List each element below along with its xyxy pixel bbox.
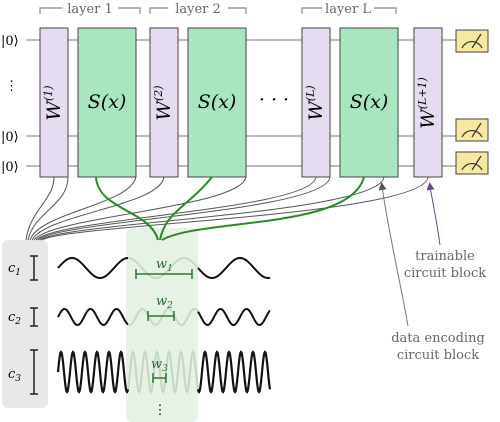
layer-L-label: layer L: [325, 2, 371, 17]
ket-bottom: |0⟩: [1, 160, 19, 175]
ket-middle: |0⟩: [1, 130, 19, 145]
layer-2-label: layer 2: [175, 2, 221, 17]
wave-2-segment-3: [197, 307, 271, 327]
wave-3-segment-2: [126, 350, 200, 394]
sxL-label: S(x): [350, 91, 389, 113]
layer-1-label: layer 1: [67, 2, 113, 17]
gate-dots: · · ·: [259, 89, 289, 111]
frequency-panel: [126, 228, 198, 422]
measurement-top: [455, 29, 489, 53]
trainable-connectors: [25, 176, 429, 241]
c3-scale-bar: [30, 349, 38, 395]
encoding-connectors: [95, 176, 365, 241]
trainable-annotation-line1: trainable: [415, 249, 475, 264]
wave-3-segment-1: [56, 350, 130, 394]
c1-scale-bar: [30, 255, 38, 281]
wL-label: W(L): [304, 85, 327, 120]
sx1-label: S(x): [88, 91, 127, 113]
wave-1-segment-3: [197, 257, 271, 279]
measurement-bottom: [455, 151, 489, 175]
encoding-block-1: [77, 27, 137, 178]
wL1-label: W(L+1): [416, 77, 439, 129]
coefficient-panel: [2, 240, 48, 408]
meter-icon: [461, 40, 483, 49]
c2-scale-bar: [30, 307, 38, 327]
wave-1-segment-1: [57, 257, 128, 279]
encoding-block-2: [187, 27, 247, 178]
ket-top: |0⟩: [1, 34, 19, 49]
trainable-annotation-line2: circuit block: [404, 266, 486, 281]
wave-3-segment-3: [196, 350, 272, 394]
encoding-annotation-line2: circuit block: [397, 348, 479, 363]
trainable-block-final: [413, 27, 443, 178]
frequency-markers: [135, 269, 193, 383]
encoding-arrow: [378, 182, 409, 327]
ket-vdots: ⋮: [5, 79, 18, 94]
frequency-vdots: ⋮: [154, 403, 167, 418]
meter-icon: [461, 162, 483, 171]
layer-brackets: [39, 7, 397, 14]
wave-1-segment-2: [128, 257, 199, 279]
encoding-block-L: [339, 27, 399, 178]
trainable-arrow: [426, 182, 441, 246]
sx2-label: S(x): [198, 91, 237, 113]
measurement-middle: [455, 118, 489, 142]
w2-label: W(2): [152, 85, 175, 120]
meter-icon: [461, 129, 483, 138]
w1-label: W(1): [42, 85, 65, 120]
trainable-block-1: [39, 27, 69, 178]
wave-2-segment-2: [127, 307, 199, 327]
wave-2-segment-1: [57, 307, 129, 327]
encoding-annotation-line1: data encoding: [391, 331, 485, 346]
fourier-waves: [56, 257, 272, 394]
